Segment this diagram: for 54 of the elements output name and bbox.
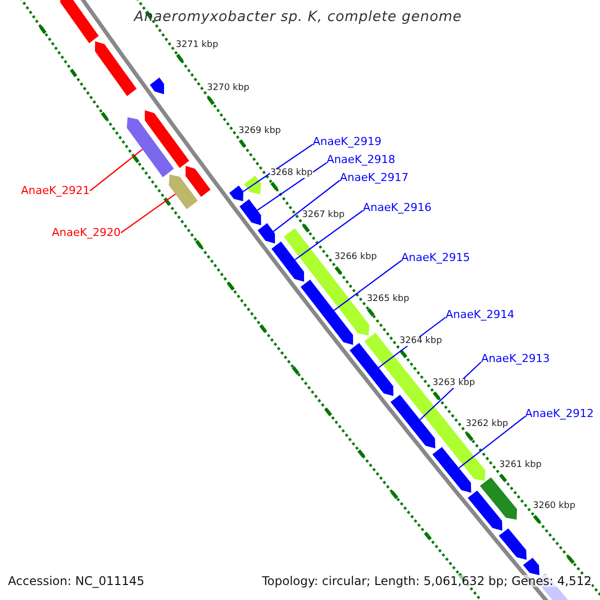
gene-label: AnaeK_2918 [326,154,396,166]
gene-label: AnaeK_2921 [21,185,90,196]
gene-label: AnaeK_2920 [52,227,121,238]
leader-line [120,194,176,234]
gene-block [350,342,394,396]
gene-block [468,490,502,531]
gene-block [60,0,99,44]
gene-block [229,186,244,202]
scale-label: 3260 kbp [532,502,576,512]
scale-label: 3267 kbp [302,211,345,220]
gene-label: AnaeK_2913 [481,353,550,364]
scale-label: 3262 kbp [466,420,508,429]
title: Anaeromyxobacter sp. K, complete genome [134,10,462,24]
scale-label: 3268 kbp [270,169,313,178]
leader-line [257,162,327,211]
gene-block [126,117,174,178]
scale-label: 3269 kbp [238,126,281,136]
gene-block [144,110,190,168]
gene-label: AnaeK_2916 [362,202,432,214]
gene-label: AnaeK_2912 [524,408,594,420]
gene-block [390,394,436,448]
gene-block [150,78,164,94]
gene-block [168,174,198,210]
gene-block [523,558,540,576]
gene-block [498,528,527,560]
leader-line [420,362,482,420]
scale-label: 3263 kbp [432,378,475,388]
scale-label: 3266 kbp [334,253,377,262]
scale-label: 3270 kbp [206,84,250,93]
scale-label: 3261 kbp [499,461,542,470]
scale-label: 3271 kbp [176,40,218,50]
leader-line [458,416,526,468]
scale-label: 3264 kbp [400,337,442,346]
scale-label: 3265 kbp [366,295,410,304]
leader-line [242,144,314,192]
leader-line [294,210,364,260]
accession-label: Accession: NC_011145 [8,575,144,587]
leader-line [273,180,340,232]
gene-block [272,242,304,282]
gene-block [244,176,262,194]
gene-block [95,41,137,96]
gene-label: AnaeK_2917 [340,172,409,183]
gene-label: AnaeK_2914 [446,308,514,320]
gene-block [432,447,472,493]
gene-block [480,477,517,520]
gene-label: AnaeK_2915 [401,252,470,264]
gene-block [240,199,262,226]
gene-block [300,280,354,345]
gene-block [258,223,275,244]
leader-line [334,260,402,311]
gene-label: AnaeK_2919 [312,136,382,147]
genome-info-label: Topology: circular; Length: 5,061,632 bp; Genes: 4,512 [262,575,592,587]
gene-block [186,166,211,197]
leader-line [90,148,143,192]
